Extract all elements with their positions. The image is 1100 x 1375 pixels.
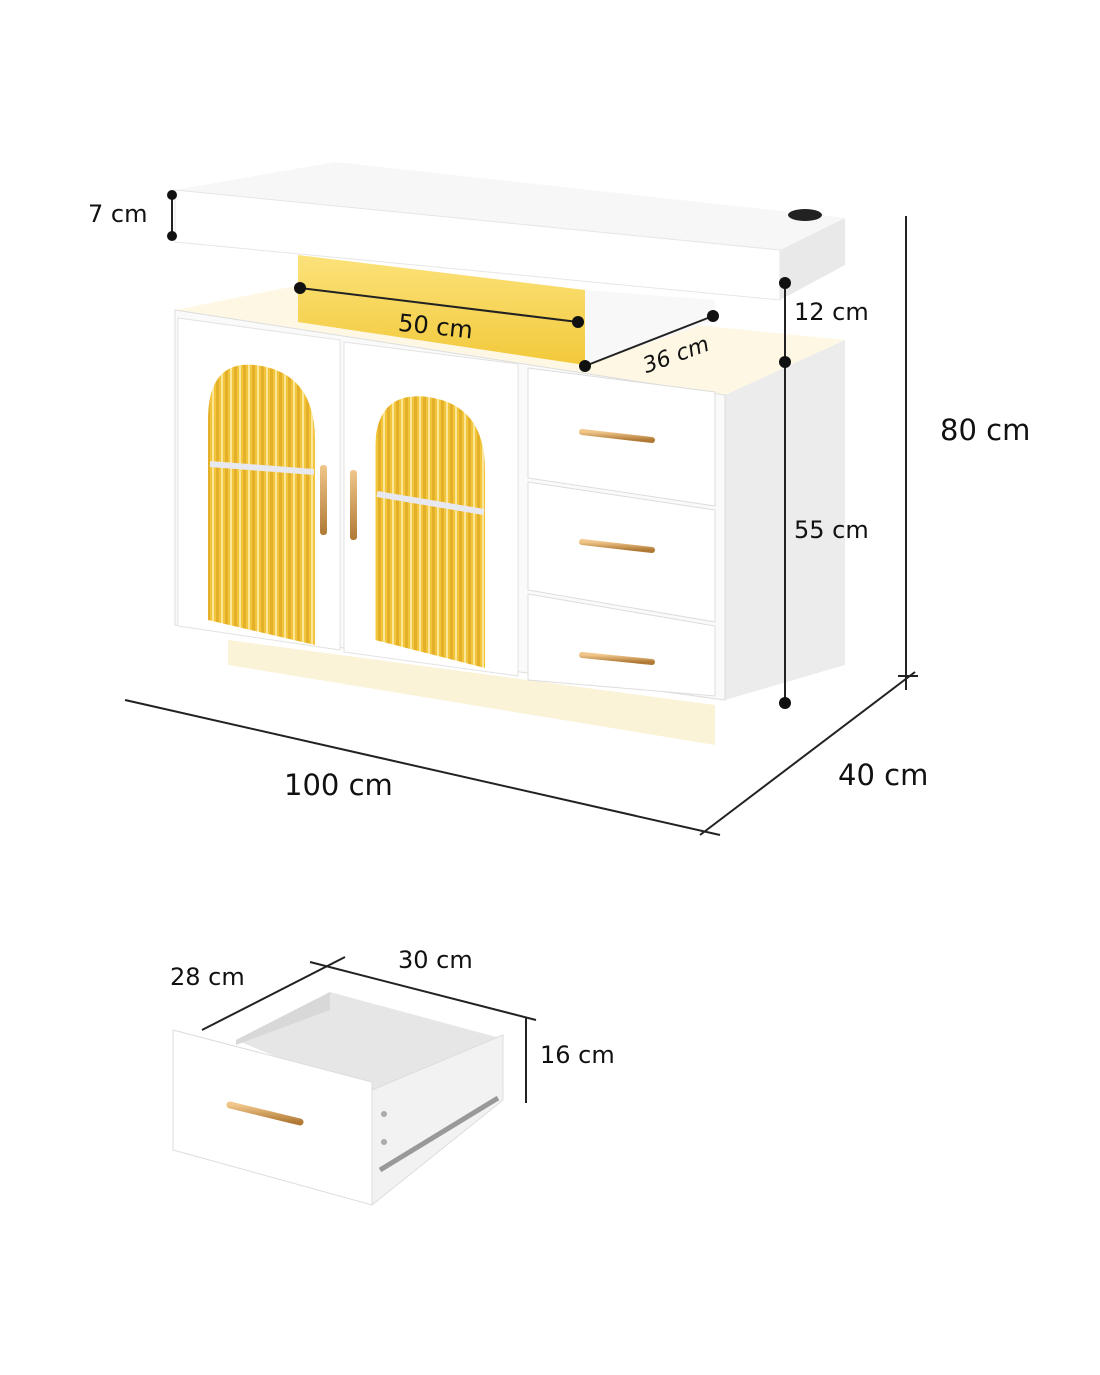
depth-label: 40 cm bbox=[838, 758, 928, 792]
width-label: 100 cm bbox=[284, 768, 393, 802]
drawer-3-handle[interactable] bbox=[579, 652, 655, 665]
drawer-handle bbox=[226, 1101, 304, 1126]
right-door-glass bbox=[375, 396, 485, 668]
drawer-3[interactable] bbox=[527, 593, 716, 697]
wireless-charger-icon bbox=[788, 209, 822, 221]
left-door-glass bbox=[208, 364, 315, 645]
body-height-label: 55 cm bbox=[794, 516, 869, 544]
drawer-1-handle[interactable] bbox=[579, 429, 655, 443]
top-surface bbox=[175, 162, 845, 250]
cabinet-dimensions: 7 cm 50 cm 36 cm 12 cm 55 cm 80 cm 100 c… bbox=[88, 190, 1030, 836]
drawer-interior-left bbox=[236, 992, 330, 1045]
shelf-side-panel bbox=[585, 290, 715, 365]
drawer-detail: 28 cm 30 cm 16 cm bbox=[170, 946, 615, 1207]
drawer-depth-label: 28 cm bbox=[170, 963, 245, 991]
top-side bbox=[780, 218, 845, 300]
drawer-2[interactable] bbox=[527, 481, 716, 623]
drawer-width-label: 30 cm bbox=[398, 946, 473, 974]
drawer-height-label: 16 cm bbox=[540, 1041, 615, 1069]
total-height-label: 80 cm bbox=[940, 413, 1030, 447]
left-door-handle[interactable] bbox=[320, 465, 327, 535]
top-thickness-label: 7 cm bbox=[88, 200, 147, 228]
right-door-handle[interactable] bbox=[350, 470, 357, 540]
cabinet bbox=[174, 162, 845, 745]
open-shelf-glow bbox=[298, 255, 585, 365]
shelf-height-label: 12 cm bbox=[794, 298, 869, 326]
drawer-2-handle[interactable] bbox=[579, 539, 655, 553]
base-led-plinth bbox=[228, 640, 715, 745]
